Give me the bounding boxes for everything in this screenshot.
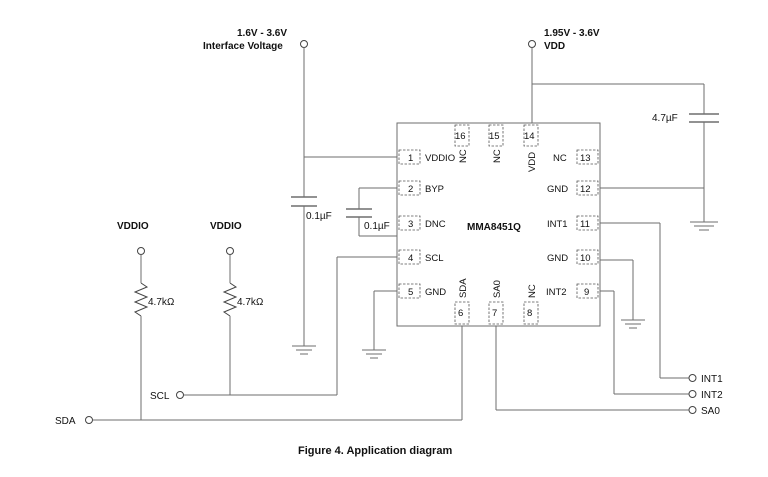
chip-pin-3: 3 DNC [398, 215, 446, 231]
pin-name: NC [458, 149, 469, 163]
chip-pin-10: 10 GND [547, 249, 599, 265]
pin-name: SCL [425, 253, 443, 264]
cap-vddio-label: 0.1µF [306, 211, 332, 222]
chip-pin-7: 7 SA0 [488, 280, 504, 325]
pin10-ground [600, 259, 645, 329]
pin-number: 12 [580, 184, 591, 195]
mma8451q-chip [396, 122, 601, 327]
pin-number: 13 [580, 153, 591, 164]
chip-pin-4: 4 SCL [398, 249, 443, 265]
pin-number: 10 [580, 253, 591, 264]
int2-net [600, 290, 697, 398]
sa0-terminal [688, 406, 697, 414]
pin-number: 7 [492, 308, 497, 319]
pin-number: 6 [458, 308, 463, 319]
chip-name: MMA8451Q [467, 222, 521, 233]
res-left-label: 4.7kΩ [148, 297, 175, 308]
chip-pin-11: 11 INT1 [547, 215, 599, 231]
chip-pin-8: 8 NC [523, 284, 539, 325]
pin-number: 1 [408, 153, 413, 164]
figure-caption: Figure 4. Application diagram [298, 445, 452, 457]
res-right-label: 4.7kΩ [237, 297, 264, 308]
pin-name: GND [547, 184, 568, 195]
pin-name: INT1 [547, 219, 568, 230]
pin-name: INT2 [546, 287, 567, 298]
vddio-rail [291, 40, 397, 355]
scl-terminal [176, 391, 184, 399]
pullup-left-label: VDDIO [117, 221, 149, 232]
pullup-right-label: VDDIO [210, 221, 242, 232]
pin-number: 11 [580, 219, 590, 230]
pin-name: BYP [425, 184, 444, 195]
int2-label: INT2 [701, 390, 723, 401]
int1-label: INT1 [701, 374, 723, 385]
pin-number: 4 [408, 253, 413, 264]
resistor-sda-pullup [133, 247, 149, 420]
pin-number: 8 [527, 308, 532, 319]
pin-number: 9 [584, 287, 589, 298]
pin-number: 3 [408, 219, 413, 230]
cap-vdd-label: 4.7µF [652, 113, 678, 124]
chip-pin-9: 9 INT2 [546, 283, 599, 299]
pin-number: 2 [408, 184, 413, 195]
pin5-ground [362, 290, 397, 359]
int2-terminal [688, 390, 697, 398]
resistor-scl-pullup [222, 247, 238, 395]
ground-symbol [690, 221, 718, 231]
chip-pin-13: 13 NC [553, 149, 599, 165]
chip-pin-16: 16 NC [454, 124, 470, 163]
sda-terminal [85, 416, 93, 424]
pin-name: SA0 [492, 280, 503, 298]
pin-name: VDDIO [425, 153, 455, 164]
chip-pin-1: 1 VDDIO [398, 149, 455, 165]
byp-capacitor [346, 187, 397, 237]
sa0-label: SA0 [701, 406, 720, 417]
vddio-range-label: 1.6V - 3.6V [237, 28, 287, 39]
scl-label: SCL [150, 391, 170, 402]
cap-byp-label: 0.1µF [364, 221, 390, 232]
vdd-terminal [528, 40, 536, 48]
pin-name: GND [547, 253, 568, 264]
chip-pin-15: 15 NC [488, 124, 504, 163]
vddio-terminal [300, 40, 308, 48]
sda-label: SDA [55, 416, 76, 427]
pin-number: 15 [489, 131, 500, 142]
chip-pin-14: 14 VDD [523, 124, 539, 172]
pin-name: SDA [458, 278, 469, 298]
int1-net [600, 222, 697, 382]
vdd-rail [528, 40, 719, 231]
pin-name: VDD [527, 152, 538, 172]
sda-net [85, 326, 463, 424]
vdd-range-label: 1.95V - 3.6V [544, 28, 600, 39]
pin-number: 5 [408, 287, 413, 298]
chip-pin-5: 5 GND [398, 283, 446, 299]
pin-name: GND [425, 287, 446, 298]
ground-symbol [292, 345, 316, 355]
vdd-supply-label: VDD [544, 41, 565, 52]
int1-terminal [688, 374, 697, 382]
sa0-net [495, 326, 697, 414]
chip-pin-12: 12 GND [547, 180, 599, 196]
scl-net [176, 256, 397, 399]
pin-name: DNC [425, 219, 446, 230]
pin-name: NC [527, 284, 538, 298]
pin-name: NC [553, 153, 567, 164]
vddio-supply-label: Interface Voltage [203, 41, 283, 52]
chip-pin-2: 2 BYP [398, 180, 444, 196]
pin-name: NC [492, 149, 503, 163]
chip-pin-6: 6 SDA [454, 278, 470, 325]
pin-number: 14 [524, 131, 535, 142]
pin-number: 16 [455, 131, 466, 142]
